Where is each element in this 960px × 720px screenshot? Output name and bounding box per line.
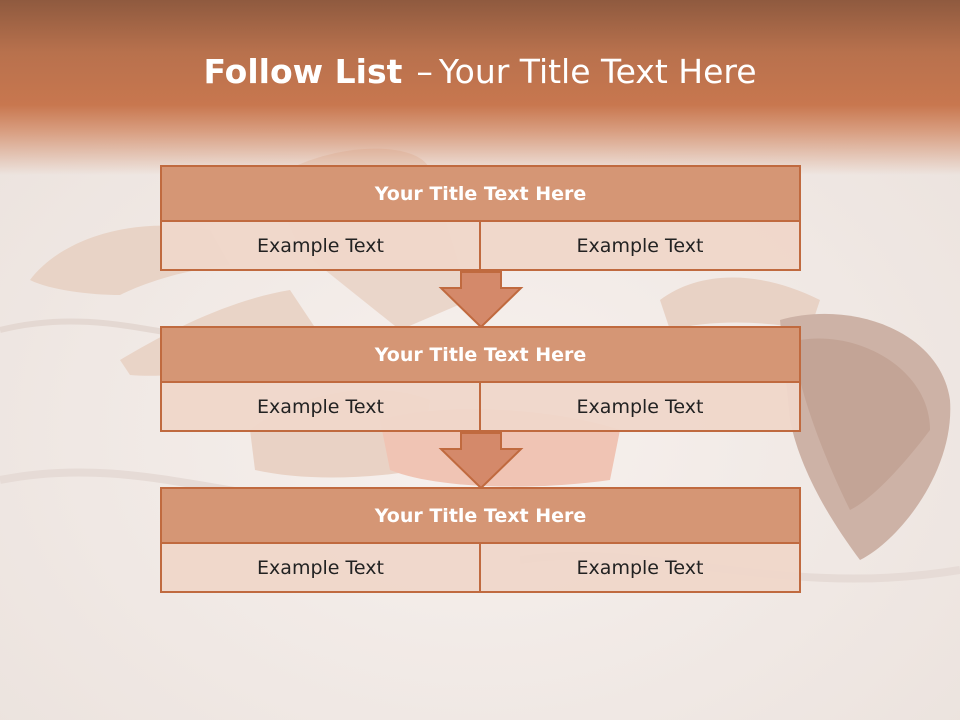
block-cell-right[interactable]: Example Text bbox=[479, 544, 801, 593]
slide-title: Follow List–Your Title Text Here bbox=[0, 52, 960, 91]
block-cell-right[interactable]: Example Text bbox=[479, 222, 801, 271]
down-arrow-icon bbox=[438, 271, 524, 329]
list-block-3: Your Title Text Here Example Text Exampl… bbox=[160, 487, 801, 593]
block-title[interactable]: Your Title Text Here bbox=[160, 487, 801, 544]
list-block-2: Your Title Text Here Example Text Exampl… bbox=[160, 326, 801, 432]
slide-title-bold: Follow List bbox=[203, 52, 403, 91]
list-block-1: Your Title Text Here Example Text Exampl… bbox=[160, 165, 801, 271]
slide-title-dash: – bbox=[416, 52, 433, 91]
block-cell-right[interactable]: Example Text bbox=[479, 383, 801, 432]
block-cell-left[interactable]: Example Text bbox=[160, 544, 481, 593]
block-cell-left[interactable]: Example Text bbox=[160, 222, 481, 271]
slide-title-rest: Your Title Text Here bbox=[438, 52, 757, 91]
block-title[interactable]: Your Title Text Here bbox=[160, 165, 801, 222]
down-arrow-icon bbox=[438, 432, 524, 490]
block-cell-left[interactable]: Example Text bbox=[160, 383, 481, 432]
header-band bbox=[0, 0, 960, 175]
block-title[interactable]: Your Title Text Here bbox=[160, 326, 801, 383]
